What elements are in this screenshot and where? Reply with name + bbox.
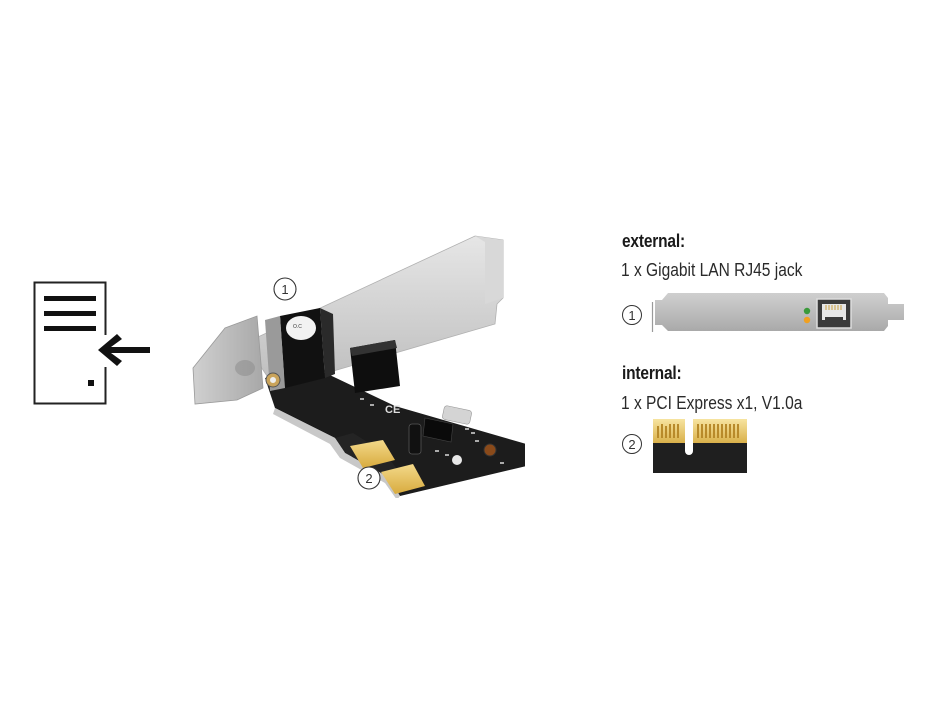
callout-number: 1 [628,307,636,323]
callout-number: 2 [628,436,636,452]
callout-2-label: 2 [365,471,372,486]
pcie-x1-connector-illustration [653,419,747,473]
callout-1-label: 1 [281,282,288,297]
bracket-rj45-illustration [650,290,906,334]
external-heading: external: [622,231,685,251]
callout-external: 1 [622,305,642,325]
svg-text:CE: CE [385,404,400,416]
callout-internal: 2 [622,434,642,454]
external-description: 1 x Gigabit LAN RJ45 jack [621,259,803,280]
internal-heading: internal: [622,363,682,383]
computer-tower-insert-icon [30,278,155,408]
product-image-network-card: O.C CE 1 2 [185,228,540,500]
svg-text:O.C: O.C [293,324,302,330]
internal-description: 1 x PCI Express x1, V1.0a [621,392,803,413]
